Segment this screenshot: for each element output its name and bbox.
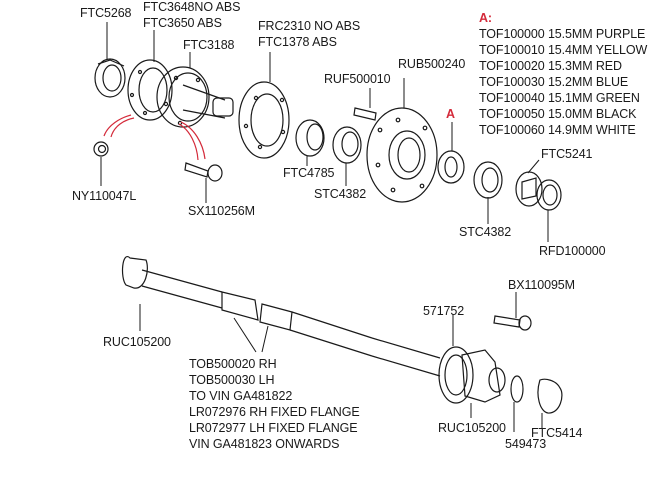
shaft-note-line: LR072976 RH FIXED FLANGE bbox=[189, 405, 360, 419]
part-rfd100000-nut bbox=[536, 179, 562, 211]
part-571752-gasket bbox=[438, 346, 474, 404]
label-ny110047l: NY110047L bbox=[72, 189, 137, 203]
spacer-table-row: TOF100040 15.1MM GREEN bbox=[479, 91, 640, 105]
part-549473-circlip bbox=[510, 375, 524, 403]
spacer-table-heading: A: bbox=[479, 11, 492, 25]
part-stc4382-bearing-outer bbox=[473, 161, 503, 199]
label-frc2310: FRC2310 NO ABS bbox=[258, 19, 361, 33]
part-axle-shaft bbox=[121, 255, 441, 377]
label-rfd100000: RFD100000 bbox=[539, 244, 606, 258]
label-ftc3648: FTC3648NO ABS bbox=[143, 0, 241, 14]
label-571752: 571752 bbox=[423, 304, 465, 318]
part-ftc3188-stub-axle bbox=[156, 66, 234, 128]
label-ruf500010: RUF500010 bbox=[324, 72, 391, 86]
label-stc4382-outer: STC4382 bbox=[459, 225, 512, 239]
part-bx110095m-bolt bbox=[493, 315, 532, 331]
part-ruc105200-flange bbox=[461, 349, 506, 403]
red-pointer-arcs bbox=[103, 114, 206, 161]
label-ftc5268: FTC5268 bbox=[80, 6, 132, 20]
label-549473: 549473 bbox=[505, 437, 547, 451]
label-ruc105200-left: RUC105200 bbox=[103, 335, 171, 349]
spacer-table-row: TOF100050 15.0MM BLACK bbox=[479, 107, 637, 121]
label-ftc3650: FTC3650 ABS bbox=[143, 16, 222, 30]
shaft-note-line: TO VIN GA481822 bbox=[189, 389, 293, 403]
label-ftc5414: FTC5414 bbox=[531, 426, 583, 440]
part-sx110256m-bolt bbox=[184, 162, 223, 182]
part-ruf500010-stud bbox=[353, 107, 377, 121]
label-stc4382-inner: STC4382 bbox=[314, 187, 367, 201]
shaft-note-line: LR072977 LH FIXED FLANGE bbox=[189, 421, 358, 435]
label-ruc105200-right: RUC105200 bbox=[438, 421, 506, 435]
label-ftc3188: FTC3188 bbox=[183, 38, 235, 52]
part-ftc3648-gasket bbox=[127, 59, 173, 121]
shaft-note-line: TOB500020 RH bbox=[189, 357, 277, 371]
part-ftc5268-seal bbox=[94, 58, 126, 98]
part-stc4382-bearing-inner bbox=[332, 126, 362, 164]
shaft-note-line: TOB500030 LH bbox=[189, 373, 275, 387]
spacer-table-row: TOF100030 15.2MM BLUE bbox=[479, 75, 629, 89]
spacer-table-row: TOF100060 14.9MM WHITE bbox=[479, 123, 636, 137]
label-rub500240: RUB500240 bbox=[398, 57, 466, 71]
part-frc2310-ring bbox=[238, 81, 290, 159]
shaft-note-line: VIN GA481823 ONWARDS bbox=[189, 437, 340, 451]
part-ftc5414-cap bbox=[537, 378, 563, 414]
part-ny110047l-nut bbox=[93, 141, 109, 157]
spacer-table-row: TOF100020 15.3MM RED bbox=[479, 59, 622, 73]
label-bx110095m: BX110095M bbox=[508, 278, 575, 292]
part-ftc4785-seal bbox=[295, 119, 325, 157]
part-spacer-a bbox=[437, 150, 465, 184]
label-sx110256m: SX110256M bbox=[188, 204, 255, 218]
part-rub500240-hub bbox=[366, 107, 438, 203]
label-ftc1378: FTC1378 ABS bbox=[258, 35, 337, 49]
spacer-table-row: TOF100010 15.4MM YELLOW bbox=[479, 43, 648, 57]
label-ftc4785: FTC4785 bbox=[283, 166, 335, 180]
spacer-selection-table: A: TOF100000 15.5MM PURPLE TOF100010 15.… bbox=[479, 10, 647, 138]
label-ftc5241: FTC5241 bbox=[541, 147, 593, 161]
spacer-table-row: TOF100000 15.5MM PURPLE bbox=[479, 27, 646, 41]
shaft-note: TOB500020 RH TOB500030 LH TO VIN GA48182… bbox=[189, 356, 360, 452]
label-spacer-a: A bbox=[446, 107, 455, 121]
